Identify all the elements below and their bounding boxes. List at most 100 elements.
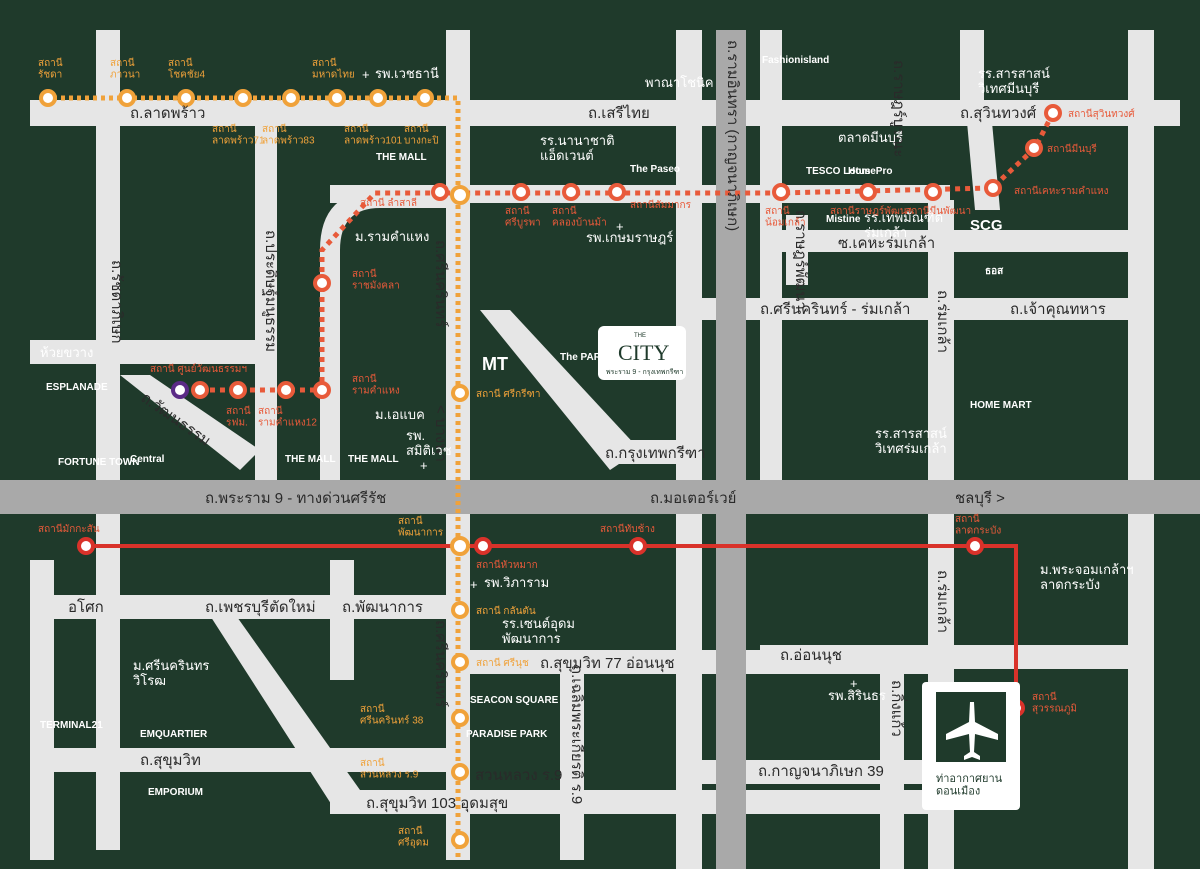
label-paradise: PARADISE PARK — [466, 729, 548, 740]
station-nomklao[interactable] — [772, 183, 790, 201]
label-sarasas-minburi: รร.สารสาสน์วิเทศมีนบุรี — [977, 66, 1050, 97]
label-romklao-north: ถ.ร่มเกล้า — [934, 290, 951, 353]
label-homepro: HomePro — [848, 166, 892, 177]
station-thailand-cultural-centre[interactable] — [171, 381, 189, 399]
label-terminal21: TERMINAL21 — [40, 720, 103, 731]
project-subtitle: พระราม 9 - กรุงเทพกรีฑา — [606, 368, 683, 376]
station-minphatthana[interactable] — [924, 183, 942, 201]
label-st-latphrao101: สถานีลาดพร้าว101 — [344, 123, 403, 147]
hospital-markers: + + + + + — [362, 67, 858, 691]
project-prefix: THE — [634, 333, 646, 339]
place-labels: รพ.เวชธานี พาณาโชนิค Fashionisland รร.สา… — [40, 55, 1134, 798]
station-khlongbanma[interactable] — [562, 183, 580, 201]
label-ratburana: ถ.ราษฎร์บูรณะ — [890, 60, 907, 157]
label-st-phatthanakan: สถานีพัฒนาการ — [398, 515, 444, 539]
station-phatthanakan[interactable] — [450, 536, 470, 556]
station-rfm[interactable] — [191, 381, 209, 399]
label-st-chokchai4: สถานีโชคชัย4 — [168, 57, 205, 81]
label-srinakarin-south: ถ.ศรีนครินทร์ — [432, 620, 449, 707]
station-suanluang[interactable] — [451, 763, 469, 781]
station-latphrao83[interactable] — [282, 89, 300, 107]
label-samitivej: รพ.สมิติเวช — [406, 428, 452, 458]
label-st-ratchada: สถานีรัชดา — [38, 57, 63, 81]
station-ramkhamhaeng12[interactable] — [277, 381, 295, 399]
label-romklao-south: ถ.ร่มเกล้า — [934, 570, 951, 633]
label-udomphattana: รร.เซนต์อุดมพัฒนาการ — [502, 616, 575, 646]
road-top-right — [960, 30, 984, 110]
station-srikritha[interactable] — [451, 384, 469, 402]
road-seri-thai — [480, 100, 710, 126]
label-suwinthawong: ถ.สุวินทวงศ์ — [960, 105, 1037, 123]
label-st-suvarnabhumi: สถานีสุวรรณภูมิ — [1032, 691, 1077, 715]
label-rama9: ถ.พระราม 9 - ทางด่วนศรีรัช — [205, 490, 386, 507]
label-seacon: SEACON SQUARE — [470, 695, 559, 706]
station-latphrao71[interactable] — [234, 89, 252, 107]
station-ratphatthana[interactable] — [859, 183, 877, 201]
label-krungthep-kreetha: ถ.กรุงเทพกรีฑา — [605, 445, 706, 463]
station-klantan[interactable] — [451, 601, 469, 619]
label-motorway: ถ.มอเตอร์เวย์ — [650, 490, 736, 507]
road-sukhumvit103 — [330, 790, 930, 814]
road-chaloem-phrakiat — [560, 660, 584, 860]
station-lamsali-yellow[interactable] — [450, 185, 470, 205]
station-huamak[interactable] — [474, 537, 492, 555]
airport-label: ท่าอากาศยานดอนเมือง — [936, 773, 1003, 798]
station-ramkhamhaeng[interactable] — [313, 381, 331, 399]
station-lamsali[interactable] — [431, 183, 449, 201]
station-thapchang[interactable] — [629, 537, 647, 555]
label-mt: MT — [482, 354, 508, 374]
project-box[interactable]: THE CITY พระราม 9 - กรุงเทพกรีฑา — [598, 326, 686, 380]
station-rfm2[interactable] — [229, 381, 247, 399]
station-minburi[interactable] — [1025, 139, 1043, 157]
label-talad-minburi: ตลาดมีนบุรี — [838, 130, 903, 146]
label-scg: SCG — [970, 217, 1003, 234]
yellow-stations — [39, 89, 470, 849]
station-latphrao101[interactable] — [369, 89, 387, 107]
expressway-kanchanaphisek — [716, 30, 746, 869]
label-mistine: Mistine — [826, 214, 861, 225]
label-sarasas-romklao: รร.สารสาสน์วิเทศร่มเกล้า — [874, 426, 947, 456]
label-hosp-kasem: รพ.เกษมราษฎร์ — [586, 230, 673, 245]
red-station-labels: สถานีมักกะสัน สถานีหัวหมาก สถานีทับช้าง … — [38, 513, 1077, 715]
road-pradit — [255, 110, 277, 490]
station-ratchada[interactable] — [39, 89, 57, 107]
station-sriudom[interactable] — [451, 831, 469, 849]
label-st-mahatthai: สถานีมหาดไทย — [312, 57, 355, 81]
label-sukhumvit: ถ.สุขุมวิท — [140, 752, 201, 770]
label-kanchana39: ถ.กาญจนาภิเษก 39 — [758, 763, 884, 780]
station-latkrabang[interactable] — [966, 537, 984, 555]
label-emquartier: EMQUARTIER — [140, 729, 208, 740]
station-mahatthai[interactable] — [328, 89, 346, 107]
label-fashion-island: Fashionisland — [762, 55, 829, 66]
label-the-park: The PARK — [560, 352, 609, 363]
station-sammakorn[interactable] — [608, 183, 626, 201]
label-the-mall-3: THE MALL — [348, 454, 399, 465]
project-title: CITY — [618, 340, 669, 365]
project-box-bg — [598, 326, 686, 380]
station-sriburapha[interactable] — [512, 183, 530, 201]
road-ramkhamhaeng-curve — [320, 190, 460, 490]
label-tesco: TESCO Lotus — [806, 166, 871, 177]
label-st-ramkhamhaeng: สถานีรามคำแหง — [352, 373, 400, 397]
label-sukhumvit103: ถ.สุขุมวิท 103 อุดมสุข — [366, 795, 508, 813]
label-st-klantan: สถานี กลันตัน — [476, 605, 536, 617]
label-st-khlongbanma: สถานีคลองบ้านม้า — [552, 205, 607, 229]
station-phawana[interactable] — [118, 89, 136, 107]
station-makkasan[interactable] — [77, 537, 95, 555]
airport-box[interactable]: ท่าอากาศยานดอนเมือง — [922, 682, 1020, 810]
station-kheharamkhamhaeng[interactable] — [984, 179, 1002, 197]
station-ratchamangkhala[interactable] — [313, 274, 331, 292]
station-suwinthawong[interactable] — [1044, 104, 1062, 122]
label-sukhumvit77: ถ.สุขุมวิท 77 อ่อนนุช — [540, 655, 675, 673]
label-st-lamsali: สถานี ลำสาลี — [360, 197, 417, 209]
label-st-suwinthawong: สถานีสุวินทวงศ์ — [1068, 108, 1135, 120]
station-chokchai4[interactable] — [177, 89, 195, 107]
label-st-latphrao83: สถานีลาดพร้าว83 — [262, 123, 315, 147]
road-phatthanakan-vertical — [330, 560, 354, 680]
station-srinuch[interactable] — [451, 653, 469, 671]
station-srinakarin38[interactable] — [451, 709, 469, 727]
expressway-rama9 — [0, 480, 1200, 514]
label-homemart: HOME MART — [970, 400, 1032, 411]
label-srinakarin-univ: ม.ศรีนครินทรวิโรฒ — [132, 658, 209, 688]
station-bangkapi[interactable] — [416, 89, 434, 107]
